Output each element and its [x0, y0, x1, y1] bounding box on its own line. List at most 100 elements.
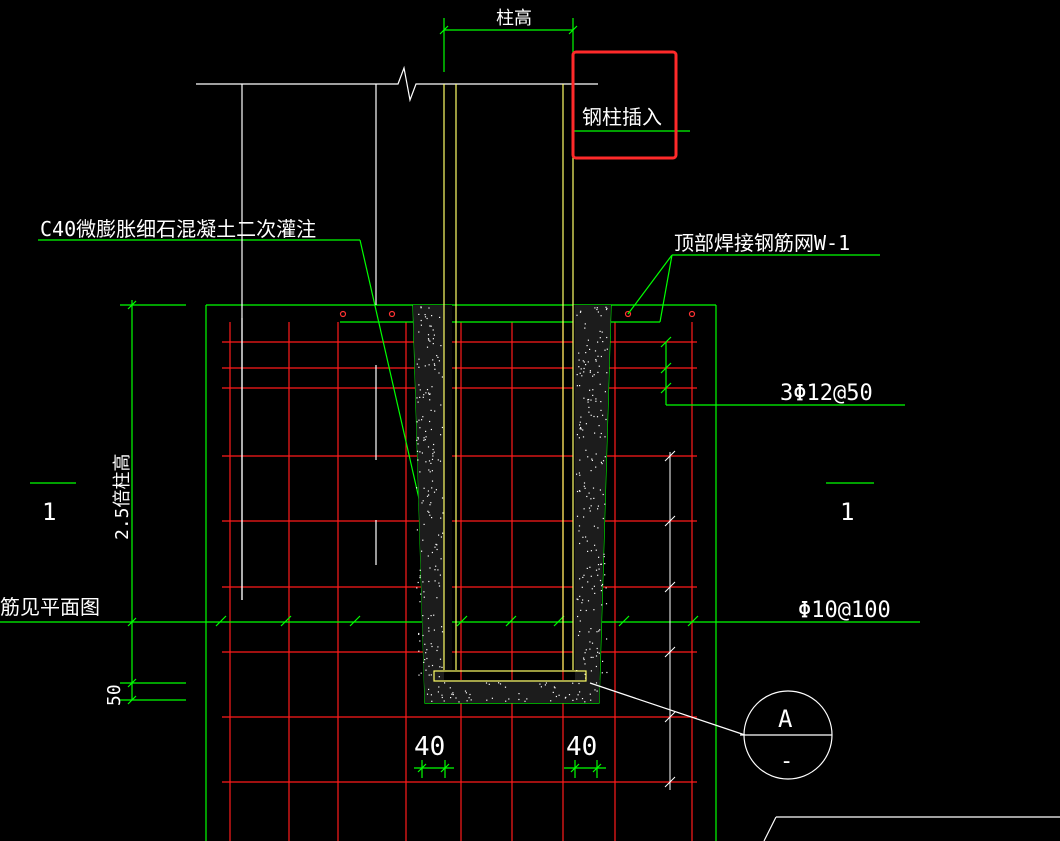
grout-speck [441, 626, 443, 628]
grout-speck [599, 579, 602, 582]
grout-speck [434, 580, 436, 582]
grout-speck [427, 617, 429, 620]
grout-speck [545, 682, 547, 684]
grout-speck [416, 439, 418, 441]
grout-speck [587, 456, 589, 458]
grout-speck [606, 307, 608, 310]
grout-speck [424, 314, 426, 316]
grout-speck [443, 700, 445, 702]
grout-speck [430, 502, 432, 504]
grout-speck [423, 596, 425, 598]
grout-speck [427, 510, 429, 512]
grout-speck [423, 394, 425, 396]
grout-speck [429, 399, 431, 401]
grout-speck [576, 515, 579, 517]
grout-speck [596, 308, 598, 311]
grout-speck [593, 585, 595, 587]
grout-speck [426, 657, 428, 660]
dim-40-left-label: 40 [414, 732, 445, 762]
grout-speck [435, 565, 437, 567]
grout-speck [583, 657, 585, 659]
grout-speck [440, 434, 442, 436]
grout-speck [450, 697, 452, 699]
grout-speck [558, 694, 560, 696]
grout-speck [588, 411, 590, 413]
grout-speck [430, 694, 432, 696]
grout-speck [416, 487, 418, 489]
grout-speck [424, 316, 427, 318]
grout-speck [572, 699, 574, 701]
grout-speck [425, 461, 427, 463]
grout-speck [595, 400, 597, 402]
grout-speck [423, 439, 425, 441]
grout-speck [604, 574, 606, 576]
grout-speck [433, 443, 435, 446]
grout-fill [413, 305, 611, 703]
grout-speck [585, 609, 587, 612]
grout-speck [579, 459, 581, 461]
grout-speck [584, 663, 586, 665]
plan-reference-label: 筋见平面图 [0, 595, 100, 619]
grout-speck [596, 416, 599, 418]
right-tick-dims [664, 450, 676, 790]
grout-speck [587, 550, 589, 552]
highlight-box[interactable] [571, 50, 678, 160]
grout-speck [438, 676, 440, 678]
grout-speck [432, 453, 434, 455]
grout-speck [596, 690, 598, 692]
grout-speck [586, 345, 588, 347]
grout-speck [449, 687, 451, 689]
grout-speck [579, 311, 582, 313]
grout-speck [604, 391, 606, 393]
grout-speck [585, 364, 587, 366]
grout-speck [606, 348, 608, 350]
grout-speck [440, 345, 442, 347]
grout-speck [418, 650, 420, 652]
grout-speck [572, 682, 574, 684]
grout-speck [590, 670, 592, 672]
grout-speck [596, 647, 598, 650]
grout-speck [579, 474, 581, 476]
grout-speck [581, 375, 583, 377]
grout-speck [452, 694, 454, 696]
grout-speck [595, 655, 598, 657]
grout-speck [440, 558, 442, 560]
grout-speck [590, 628, 592, 630]
grout-speck [578, 437, 580, 439]
grout-speck [437, 691, 439, 693]
grout-speck [437, 569, 439, 571]
rebar-grid [222, 322, 697, 841]
grout-speck [603, 553, 605, 555]
grout-speck [598, 652, 600, 654]
grout-speck [604, 563, 606, 565]
grout-speck [594, 350, 597, 352]
grout-speck [596, 307, 598, 309]
grout-speck [594, 592, 596, 594]
grout-speck [439, 574, 441, 576]
grout-speck [432, 338, 434, 340]
grout-speck [444, 682, 446, 684]
grout-speck [603, 556, 605, 558]
grout-speck [592, 375, 594, 377]
grout-speck [418, 632, 420, 635]
grout-speck [599, 489, 601, 491]
grout-speck [428, 460, 431, 462]
grout-speck [427, 446, 430, 448]
grout-speck [599, 629, 601, 631]
grout-speck [419, 569, 421, 571]
grout-speck [418, 633, 420, 635]
grout-speck [419, 601, 421, 603]
grout-speck [418, 313, 420, 315]
grout-speck [583, 658, 585, 661]
grout-speck [455, 697, 457, 699]
grout-speck [419, 577, 421, 579]
grout-speck [597, 341, 599, 343]
grout-speck [600, 409, 602, 411]
grout-speck [588, 492, 590, 494]
grout-speck [416, 529, 418, 531]
detail-callout-circle [743, 690, 833, 780]
grout-speck [425, 392, 427, 394]
grout-speck [577, 598, 579, 601]
grout-speck [597, 311, 599, 313]
grout-speck [604, 436, 606, 438]
